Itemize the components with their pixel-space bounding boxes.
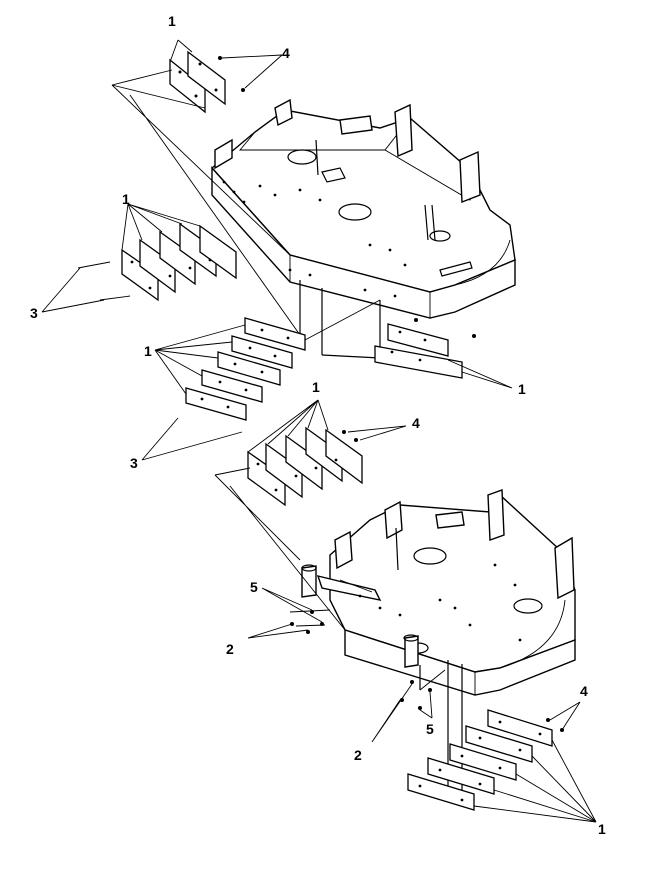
callout-label: 5 (250, 579, 258, 595)
upper-mower-deck (210, 98, 516, 359)
callout-label: 1 (122, 191, 130, 207)
callout-label: 1 (598, 821, 606, 837)
lower-mower-deck (301, 489, 576, 800)
callout-label: 5 (426, 721, 434, 737)
callout-label: 1 (312, 379, 320, 395)
callout-label: 1 (518, 381, 526, 397)
callout-label: 1 (168, 13, 176, 29)
callout-label: 4 (412, 415, 420, 431)
callout-label: 1 (144, 343, 152, 359)
callout-label: 2 (226, 641, 234, 657)
lower-top-plates (214, 399, 407, 631)
callout-label: 4 (580, 683, 588, 699)
upper-left-plates (41, 203, 237, 313)
lower-left-fasteners (247, 587, 331, 639)
upper-middle-plates (141, 299, 381, 461)
upper-right-plates (374, 318, 513, 389)
callout-label: 3 (130, 455, 138, 471)
callout-label: 2 (354, 747, 362, 763)
lower-middle-fasteners (371, 669, 446, 743)
upper-top-plates (111, 39, 301, 336)
callout-label: 4 (282, 45, 290, 61)
lower-right-plates (407, 701, 597, 823)
callout-label: 3 (30, 305, 38, 321)
